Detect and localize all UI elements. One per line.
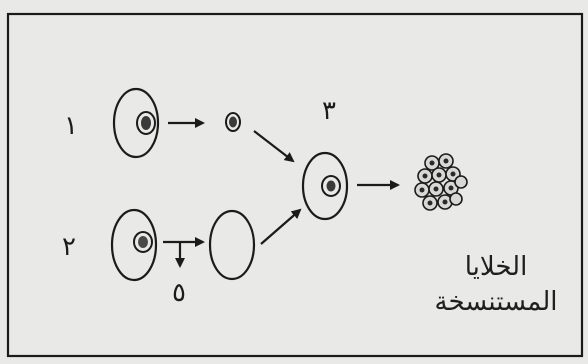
caption-line-1: الخلايا (464, 252, 528, 282)
arrow-egg-to-fused (260, 208, 302, 245)
diagram-frame (6, 12, 584, 358)
step-3-label: ٣ (322, 96, 336, 126)
removed-nucleus-label: ٥ (172, 278, 186, 308)
extracted-nucleus (225, 112, 241, 132)
caption-line-2: المستنسخة (434, 287, 558, 318)
egg-cell (110, 208, 158, 282)
fused-cell (301, 151, 349, 221)
enucleated-egg (208, 209, 256, 281)
step-1-label: ١ (64, 111, 78, 141)
arrow-nucleus-to-egg (253, 130, 295, 163)
cloned-cells-caption: الخلايا المستنسخة (426, 250, 566, 320)
step-2-label: ٢ (62, 232, 76, 262)
cloned-cell-cluster (414, 153, 468, 211)
donor-cell (112, 87, 160, 159)
